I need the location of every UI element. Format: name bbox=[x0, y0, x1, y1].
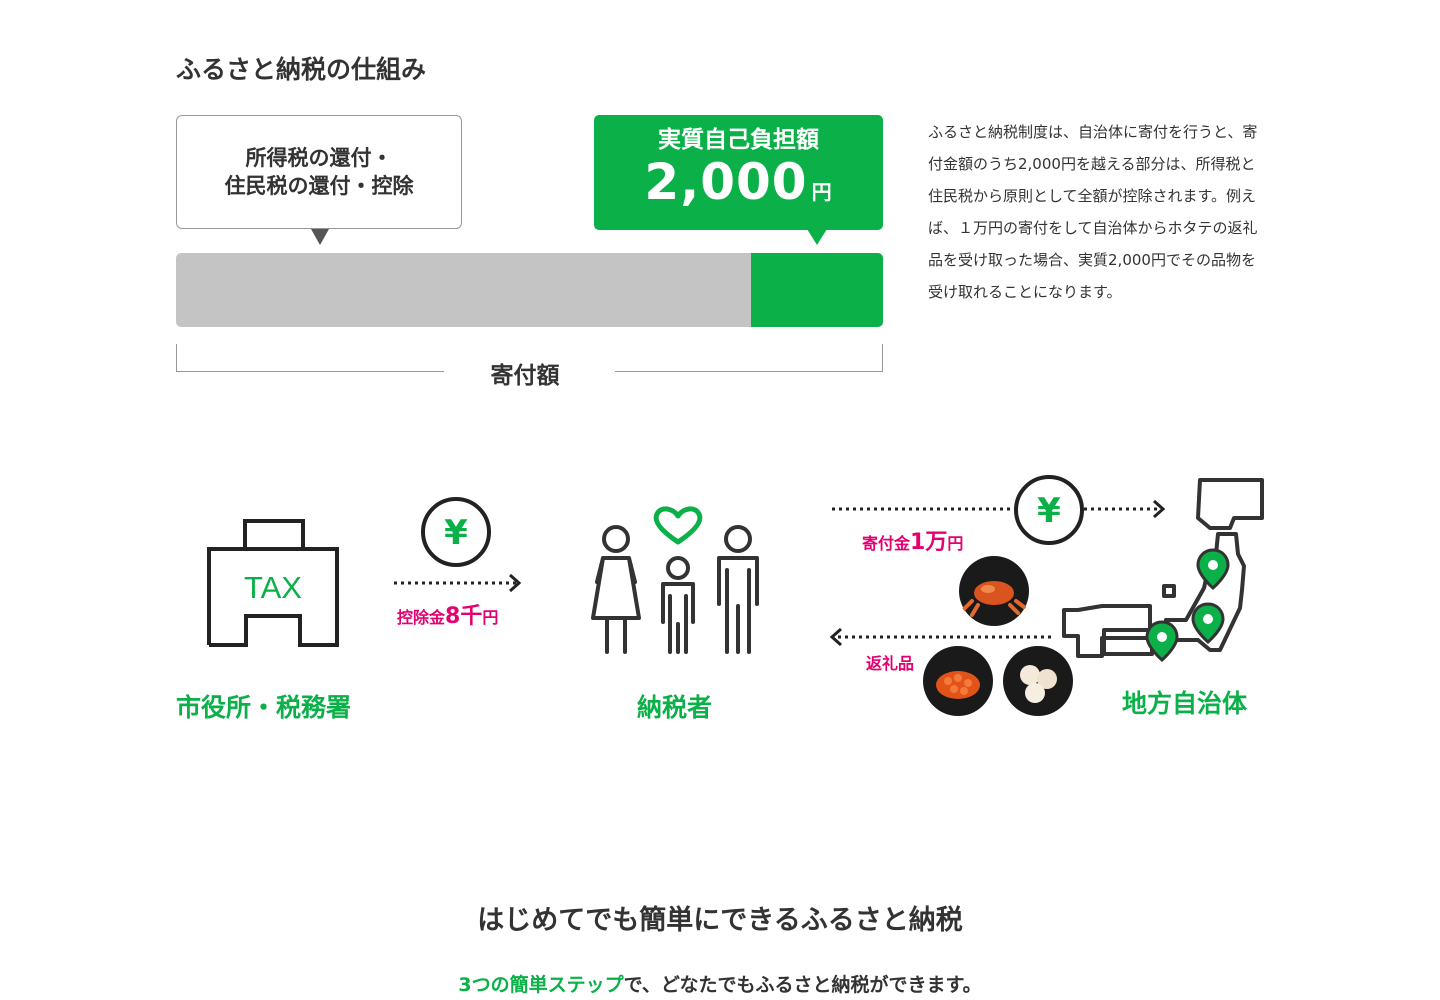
city-office-label: 市役所・税務署 bbox=[176, 693, 352, 722]
self-burden-amount: 2,000 bbox=[644, 152, 808, 211]
salmon-roe-image bbox=[923, 646, 993, 716]
intro-title: はじめてでも簡単にできるふるさと納税 bbox=[477, 905, 963, 936]
crab-image bbox=[959, 556, 1029, 626]
svg-text:¥: ¥ bbox=[444, 513, 468, 553]
self-burden-unit: 円 bbox=[811, 179, 833, 204]
yen-coin-icon: ¥ bbox=[421, 497, 491, 567]
donation-caption: 寄付金1万円 bbox=[862, 530, 964, 555]
tax-label: TAX bbox=[244, 570, 302, 605]
system-description: ふるさと納税制度は、自治体に寄付を行うと、寄付金額のうち2,000円を越える部分… bbox=[928, 123, 1258, 301]
self-burden-bar bbox=[751, 253, 883, 327]
intro-rest: で、どなたでもふるさと納税ができます。 bbox=[623, 974, 982, 996]
family-icon bbox=[591, 506, 759, 654]
self-burden-pointer bbox=[807, 229, 827, 245]
building-icon: TAX bbox=[207, 519, 339, 647]
donation-label: 寄付額 bbox=[490, 363, 560, 389]
gift-caption: 返礼品 bbox=[866, 654, 915, 673]
municipality-label: 地方自治体 bbox=[1122, 689, 1248, 718]
heart-icon bbox=[653, 506, 703, 545]
intro-text: 3つの簡単ステップで、どなたでもふるさと納税ができます。 bbox=[0, 970, 1440, 997]
yen-coin-icon: ¥ bbox=[1014, 475, 1084, 545]
deduction-caption: 控除金8千円 bbox=[397, 604, 499, 629]
self-burden-label: 実質自己負担額 bbox=[658, 126, 819, 153]
refund-box: 所得税の還付・ 住民税の還付・控除 bbox=[176, 115, 462, 229]
refund-line-2: 住民税の還付・控除 bbox=[224, 174, 414, 198]
refund-pointer bbox=[311, 229, 329, 245]
refund-line-1: 所得税の還付・ bbox=[245, 146, 393, 170]
donation-bracket bbox=[176, 344, 883, 372]
arrow-right-icon bbox=[832, 499, 1166, 519]
svg-text:¥: ¥ bbox=[1037, 491, 1061, 531]
japan-map-icon bbox=[1062, 478, 1264, 662]
section-title: ふるさと納税の仕組み bbox=[176, 55, 427, 84]
arrow-left-icon bbox=[829, 627, 1052, 647]
scallop-image bbox=[1003, 646, 1073, 716]
intro-highlight: 3つの簡単ステップ bbox=[458, 974, 624, 996]
taxpayer-label: 納税者 bbox=[637, 693, 713, 722]
flow-diagram: TAX 市役所・税務署 ¥ 控除金8千円 納税者 ¥ 寄付金1万 bbox=[0, 460, 1440, 750]
arrow-right-icon bbox=[394, 573, 522, 593]
